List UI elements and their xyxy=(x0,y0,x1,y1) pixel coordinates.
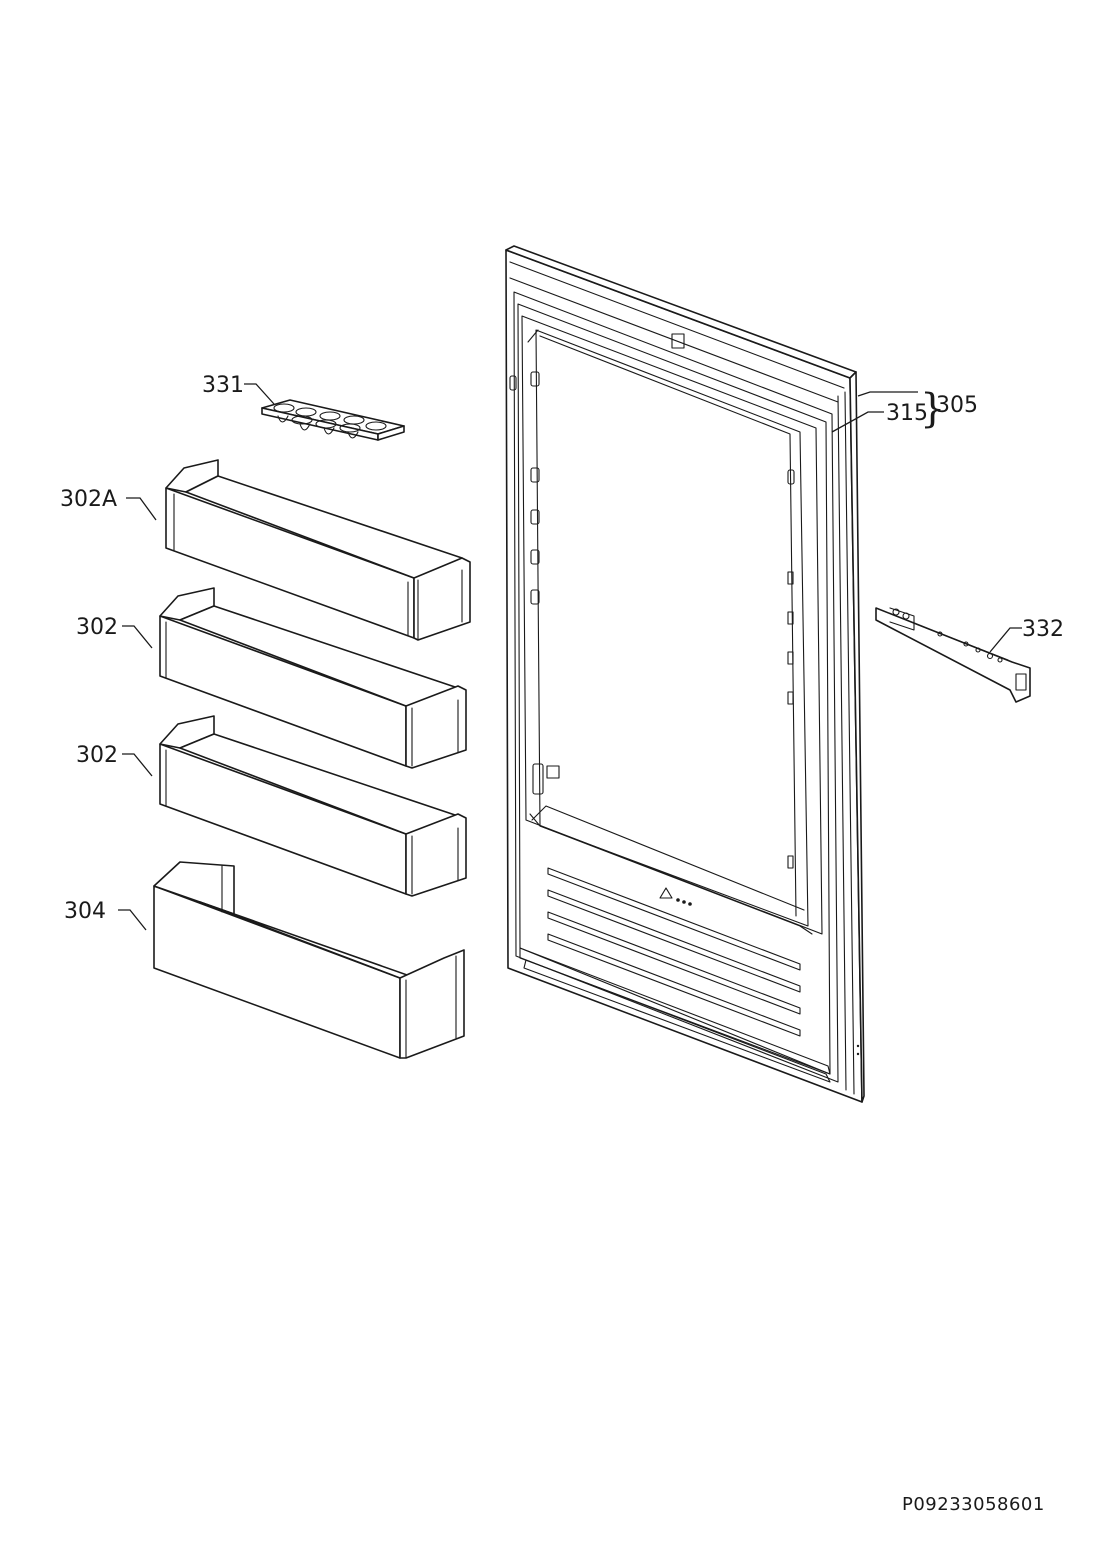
callout-302-upper: 302 xyxy=(76,615,118,640)
door-bin-302-lower xyxy=(159,715,467,897)
left-shelf-clips xyxy=(509,371,560,795)
door-panel xyxy=(505,245,865,1103)
drawing-code: P09233058601 xyxy=(902,1494,1045,1515)
hinge-bracket-332 xyxy=(875,607,1031,703)
right-shelf-clips xyxy=(787,469,795,869)
door-grille-ribs xyxy=(547,867,801,1037)
callout-302a: 302A xyxy=(60,487,117,512)
bottle-bin-304 xyxy=(153,861,465,1059)
callout-304: 304 xyxy=(64,899,106,924)
callout-332: 332 xyxy=(1022,617,1064,642)
callout-302-lower: 302 xyxy=(76,743,118,768)
leader-lines xyxy=(118,383,1022,931)
callout-305: 305 xyxy=(936,393,978,418)
group-brace: } xyxy=(920,386,945,432)
brand-triangle-icon xyxy=(659,887,673,899)
door-bin-302-upper xyxy=(159,587,467,769)
callout-315: 315 xyxy=(886,401,928,426)
callout-331: 331 xyxy=(202,373,244,398)
door-bin-302a xyxy=(165,459,471,641)
egg-tray xyxy=(261,399,405,441)
